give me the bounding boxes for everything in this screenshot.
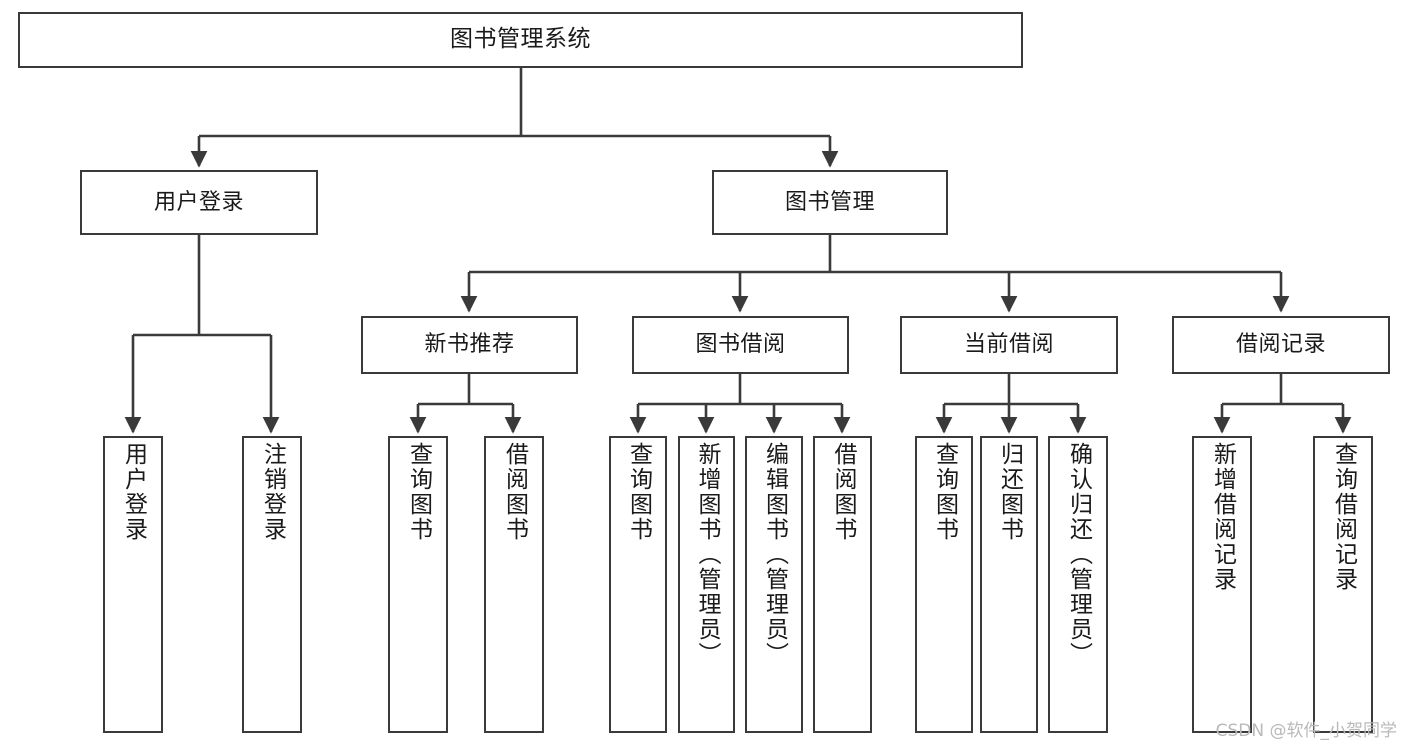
node-leaf-return-book[interactable]: 归还图书 xyxy=(980,436,1038,733)
node-leaf-borrow-book[interactable]: 借阅图书 xyxy=(813,436,872,733)
node-label: 查询图书 xyxy=(931,442,958,542)
node-leaf-query-book-borrow[interactable]: 查询图书 xyxy=(609,436,667,733)
node-label: 当前借阅 xyxy=(963,332,1054,358)
node-label: 用户登录 xyxy=(153,189,244,215)
node-label: 借阅图书 xyxy=(830,442,856,542)
node-label: 归还图书 xyxy=(996,442,1023,542)
node-leaf-query-book-current[interactable]: 查询图书 xyxy=(915,436,973,733)
node-leaf-borrow-book-recommend[interactable]: 借阅图书 xyxy=(484,436,544,733)
node-label: 用户登录 xyxy=(120,442,147,542)
node-leaf-query-borrow-record[interactable]: 查询借阅记录 xyxy=(1313,436,1373,733)
node-book-borrow[interactable]: 图书借阅 xyxy=(632,316,849,374)
node-leaf-logout[interactable]: 注销登录 xyxy=(242,436,302,733)
node-leaf-add-book-admin[interactable]: 新增图书（管理员） xyxy=(678,436,735,733)
node-root-book-management-system[interactable]: 图书管理系统 xyxy=(18,12,1023,68)
csdn-watermark: CSDN @软件_小贺同学 xyxy=(1215,721,1397,741)
node-new-book-recommend[interactable]: 新书推荐 xyxy=(361,316,578,374)
node-leaf-confirm-return-admin[interactable]: 确认归还（管理员） xyxy=(1048,436,1108,733)
node-leaf-user-login[interactable]: 用户登录 xyxy=(103,436,163,733)
node-label: 图书借阅 xyxy=(695,332,786,358)
node-label: 查询图书 xyxy=(405,442,432,542)
node-leaf-edit-book-admin[interactable]: 编辑图书（管理员） xyxy=(745,436,803,733)
node-borrow-record[interactable]: 借阅记录 xyxy=(1172,316,1390,374)
node-label: 查询借阅记录 xyxy=(1330,442,1357,592)
node-label: 注销登录 xyxy=(259,442,286,542)
node-label: 新书推荐 xyxy=(424,332,515,358)
node-label: 查询图书 xyxy=(625,442,652,542)
node-label: 确认归还（管理员） xyxy=(1065,442,1092,667)
node-current-borrow[interactable]: 当前借阅 xyxy=(900,316,1118,374)
node-label: 图书管理系统 xyxy=(450,26,591,53)
node-leaf-query-book-recommend[interactable]: 查询图书 xyxy=(388,436,448,733)
node-user-login[interactable]: 用户登录 xyxy=(80,170,318,235)
node-label: 编辑图书（管理员） xyxy=(761,442,788,667)
node-label: 借阅记录 xyxy=(1235,332,1326,358)
node-label: 新增图书（管理员） xyxy=(694,442,720,667)
node-label: 图书管理 xyxy=(784,189,875,215)
node-leaf-add-borrow-record[interactable]: 新增借阅记录 xyxy=(1192,436,1252,733)
node-book-management[interactable]: 图书管理 xyxy=(712,170,948,235)
node-label: 新增借阅记录 xyxy=(1209,442,1236,592)
node-label: 借阅图书 xyxy=(501,442,528,542)
